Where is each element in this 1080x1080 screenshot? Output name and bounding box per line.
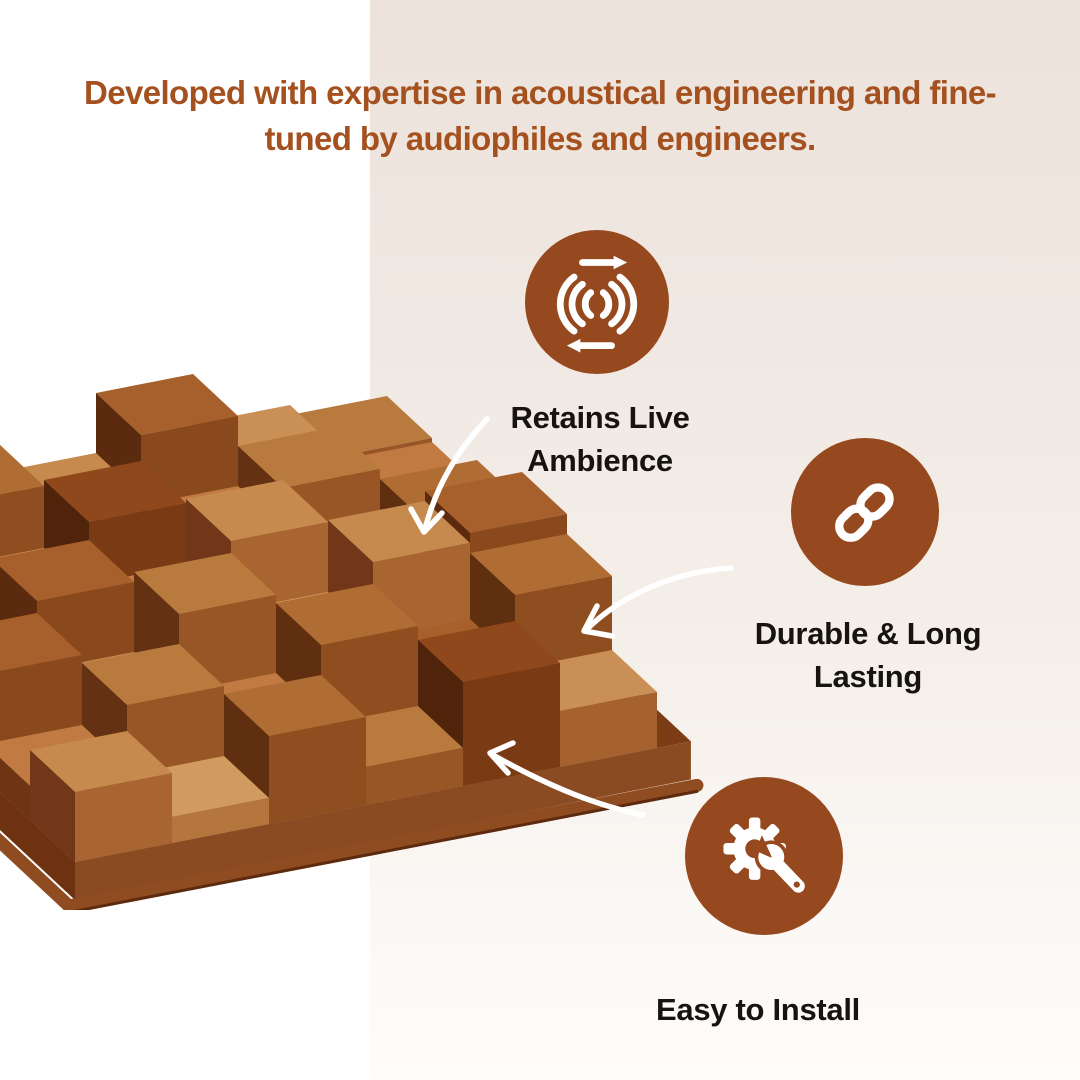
resonance-cycle-icon	[556, 255, 638, 353]
headline: Developed with expertise in acoustical e…	[0, 70, 1080, 162]
gear-wrench-icon	[723, 817, 811, 900]
product-image	[0, 374, 704, 910]
chain-link-icon	[835, 483, 894, 542]
feature-circle-durable	[791, 438, 939, 586]
feature-label-install: Easy to Install	[656, 992, 860, 1027]
headline-line-1: Developed with expertise in acoustical e…	[83, 74, 997, 111]
feature-label-ambience: Retains Live Ambience	[510, 400, 690, 478]
feature-circle-ambience	[525, 230, 669, 374]
feature-label-durable: Durable & Long Lasting	[754, 616, 982, 694]
headline-line-2: tuned by audiophiles and engineers.	[264, 120, 816, 157]
feature-circle-install	[685, 777, 843, 935]
